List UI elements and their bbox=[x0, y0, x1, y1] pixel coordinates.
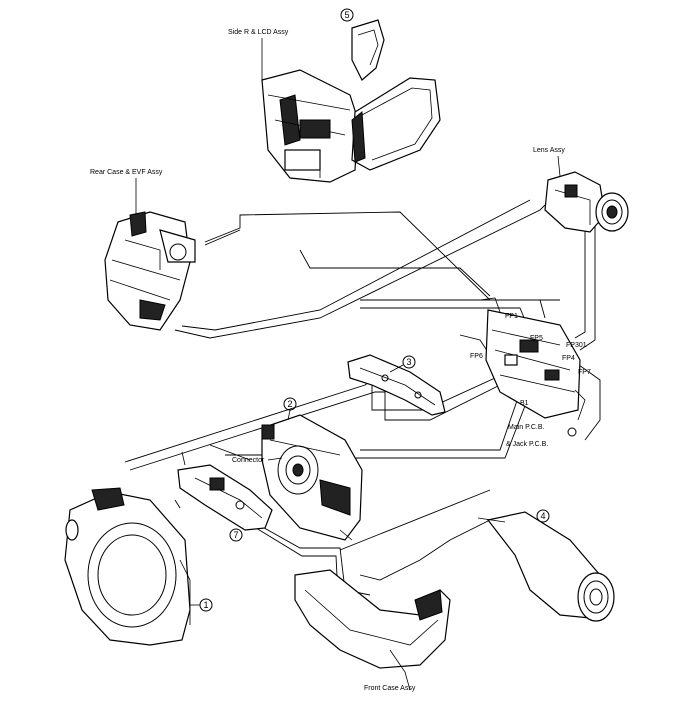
callout-5: 5 bbox=[344, 10, 349, 20]
callout-3-circle bbox=[402, 355, 416, 369]
label-b1: B1 bbox=[520, 400, 529, 407]
callout-7-circle bbox=[229, 528, 243, 542]
callout-4: 4 bbox=[540, 511, 545, 521]
labels: Side R & LCD Assy Rear Case & EVF Assy L… bbox=[90, 29, 591, 692]
rear-case-evf-assy bbox=[104, 211, 196, 331]
part-7-assembly bbox=[177, 451, 273, 531]
label-main-pcb: Main P.C.B. bbox=[508, 424, 544, 431]
callout-7: 7 bbox=[233, 530, 238, 540]
label-front-case: Front Case Assy bbox=[364, 685, 416, 692]
main-pcb bbox=[479, 297, 586, 437]
label-side-r-lcd: Side R & LCD Assy bbox=[228, 29, 289, 36]
label-fp6: FP6 bbox=[470, 353, 483, 360]
label-fp1: FP1 bbox=[505, 313, 518, 320]
part-1-front-housing bbox=[64, 487, 191, 646]
label-rear-case: Rear Case & EVF Assy bbox=[90, 169, 163, 176]
lens-assy bbox=[544, 171, 629, 233]
part-2-mechanism bbox=[261, 414, 363, 541]
part-4-lens-hood bbox=[477, 511, 615, 622]
label-connector: Connector bbox=[232, 457, 265, 464]
label-fp4: FP4 bbox=[562, 355, 575, 362]
label-fp301: FP301 bbox=[566, 342, 587, 349]
callout-4-circle bbox=[536, 509, 550, 523]
label-lens-assy: Lens Assy bbox=[533, 147, 565, 154]
label-fp5: FP5 bbox=[530, 335, 543, 342]
callout-2: 2 bbox=[287, 399, 292, 409]
callout-5-circle bbox=[340, 8, 354, 22]
label-fp7: FP7 bbox=[578, 369, 591, 376]
callout-1: 1 bbox=[203, 600, 208, 610]
side-r-lcd-assy bbox=[261, 69, 441, 183]
part-5-cover bbox=[351, 19, 385, 81]
part-3-bracket bbox=[347, 354, 446, 416]
callouts: 5 3 2 4 7 1 bbox=[190, 8, 550, 612]
label-jack-pcb: & Jack P.C.B. bbox=[506, 441, 548, 448]
front-case-assy bbox=[294, 569, 451, 691]
callout-3: 3 bbox=[406, 357, 411, 367]
